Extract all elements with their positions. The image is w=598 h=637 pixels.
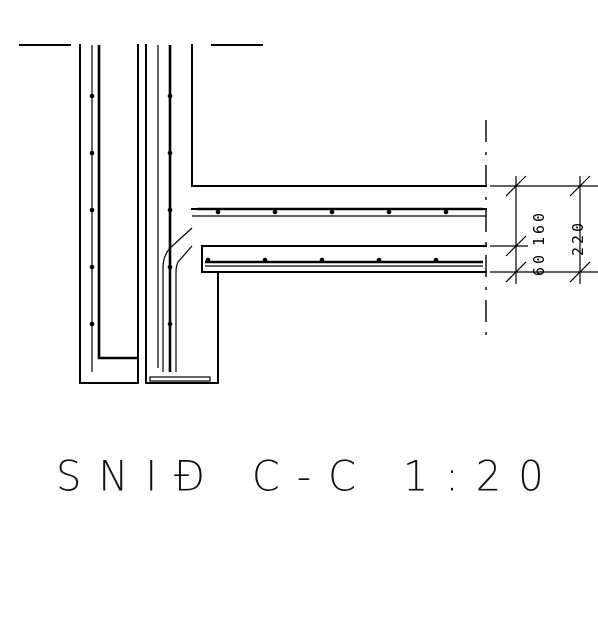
right-wall [145, 44, 219, 384]
left-wall [79, 44, 139, 384]
rebar-dots [89, 93, 449, 327]
footing-bar [149, 376, 211, 382]
upper-slab [191, 185, 487, 217]
section-title: SNIĐ C-C 1:20 [56, 452, 561, 502]
dim-60: 60 [530, 252, 548, 276]
dim-220: 220 [569, 220, 587, 256]
dim-160: 160 [530, 210, 548, 246]
dimension-lines [490, 175, 598, 284]
lower-slab [201, 245, 487, 273]
